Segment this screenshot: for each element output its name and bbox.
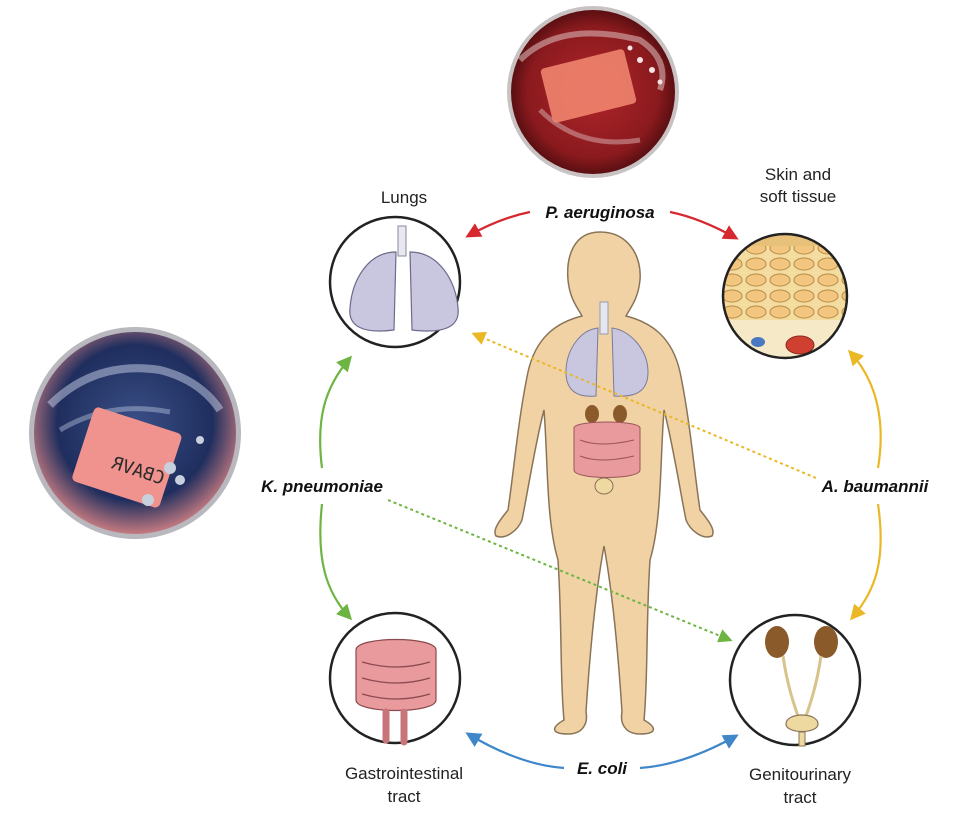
p-aeruginosa-to-skin-arrow (669, 210, 739, 240)
gu-label-line1: Genitourinary (749, 765, 852, 784)
left-lung-icon (349, 251, 397, 332)
left-kidney-icon (765, 626, 789, 658)
e-coli-to-gi-arrow (465, 732, 565, 770)
right-kidney-icon (814, 626, 838, 658)
lungs-label: Lungs (381, 188, 427, 207)
a-baumannii-label: A. baumannii (821, 477, 930, 496)
genitourinary-site: Genitourinary tract (728, 613, 862, 807)
gi-label-line2: tract (387, 787, 420, 806)
e-coli-label: E. coli (577, 759, 628, 778)
blue-agar-plate-image: CBAVR (29, 327, 241, 539)
intestine-icon (355, 638, 437, 712)
a-baumannii-to-gu-arrow (849, 503, 882, 621)
blood-vessel-icon (785, 335, 815, 355)
gastrointestinal-site: Gastrointestinal tract (328, 611, 463, 806)
lungs-site: Lungs (328, 188, 462, 349)
k-pneumoniae-to-gu-dotted-arrow (387, 499, 733, 643)
k-pneumoniae-label: K. pneumoniae (261, 477, 383, 496)
plate-label-sticker: CBAVR (72, 407, 182, 508)
red-agar-plate-image (507, 6, 679, 178)
gu-label-line2: tract (783, 788, 816, 807)
skin-label-line2: soft tissue (760, 187, 837, 206)
p-aeruginosa-label: P. aeruginosa (545, 203, 654, 222)
skin-label-line1: Skin and (765, 165, 831, 184)
skin-soft-tissue-site: Skin and soft tissue (721, 165, 849, 360)
e-coli-to-gu-arrow (639, 734, 739, 770)
bladder-icon (785, 714, 819, 733)
trachea-icon (397, 225, 407, 257)
p-aeruginosa-to-lungs-arrow (465, 210, 531, 238)
gi-label-line1: Gastrointestinal (345, 764, 463, 783)
right-lung-icon (409, 251, 459, 332)
k-pneumoniae-to-gi-arrow (319, 503, 353, 621)
human-body-figure (494, 231, 714, 735)
k-pneumoniae-to-lungs-arrow (319, 355, 353, 469)
a-baumannii-to-lungs-dotted-arrow (471, 331, 817, 479)
a-baumannii-to-skin-arrow (847, 349, 882, 469)
vein-icon (751, 337, 765, 347)
